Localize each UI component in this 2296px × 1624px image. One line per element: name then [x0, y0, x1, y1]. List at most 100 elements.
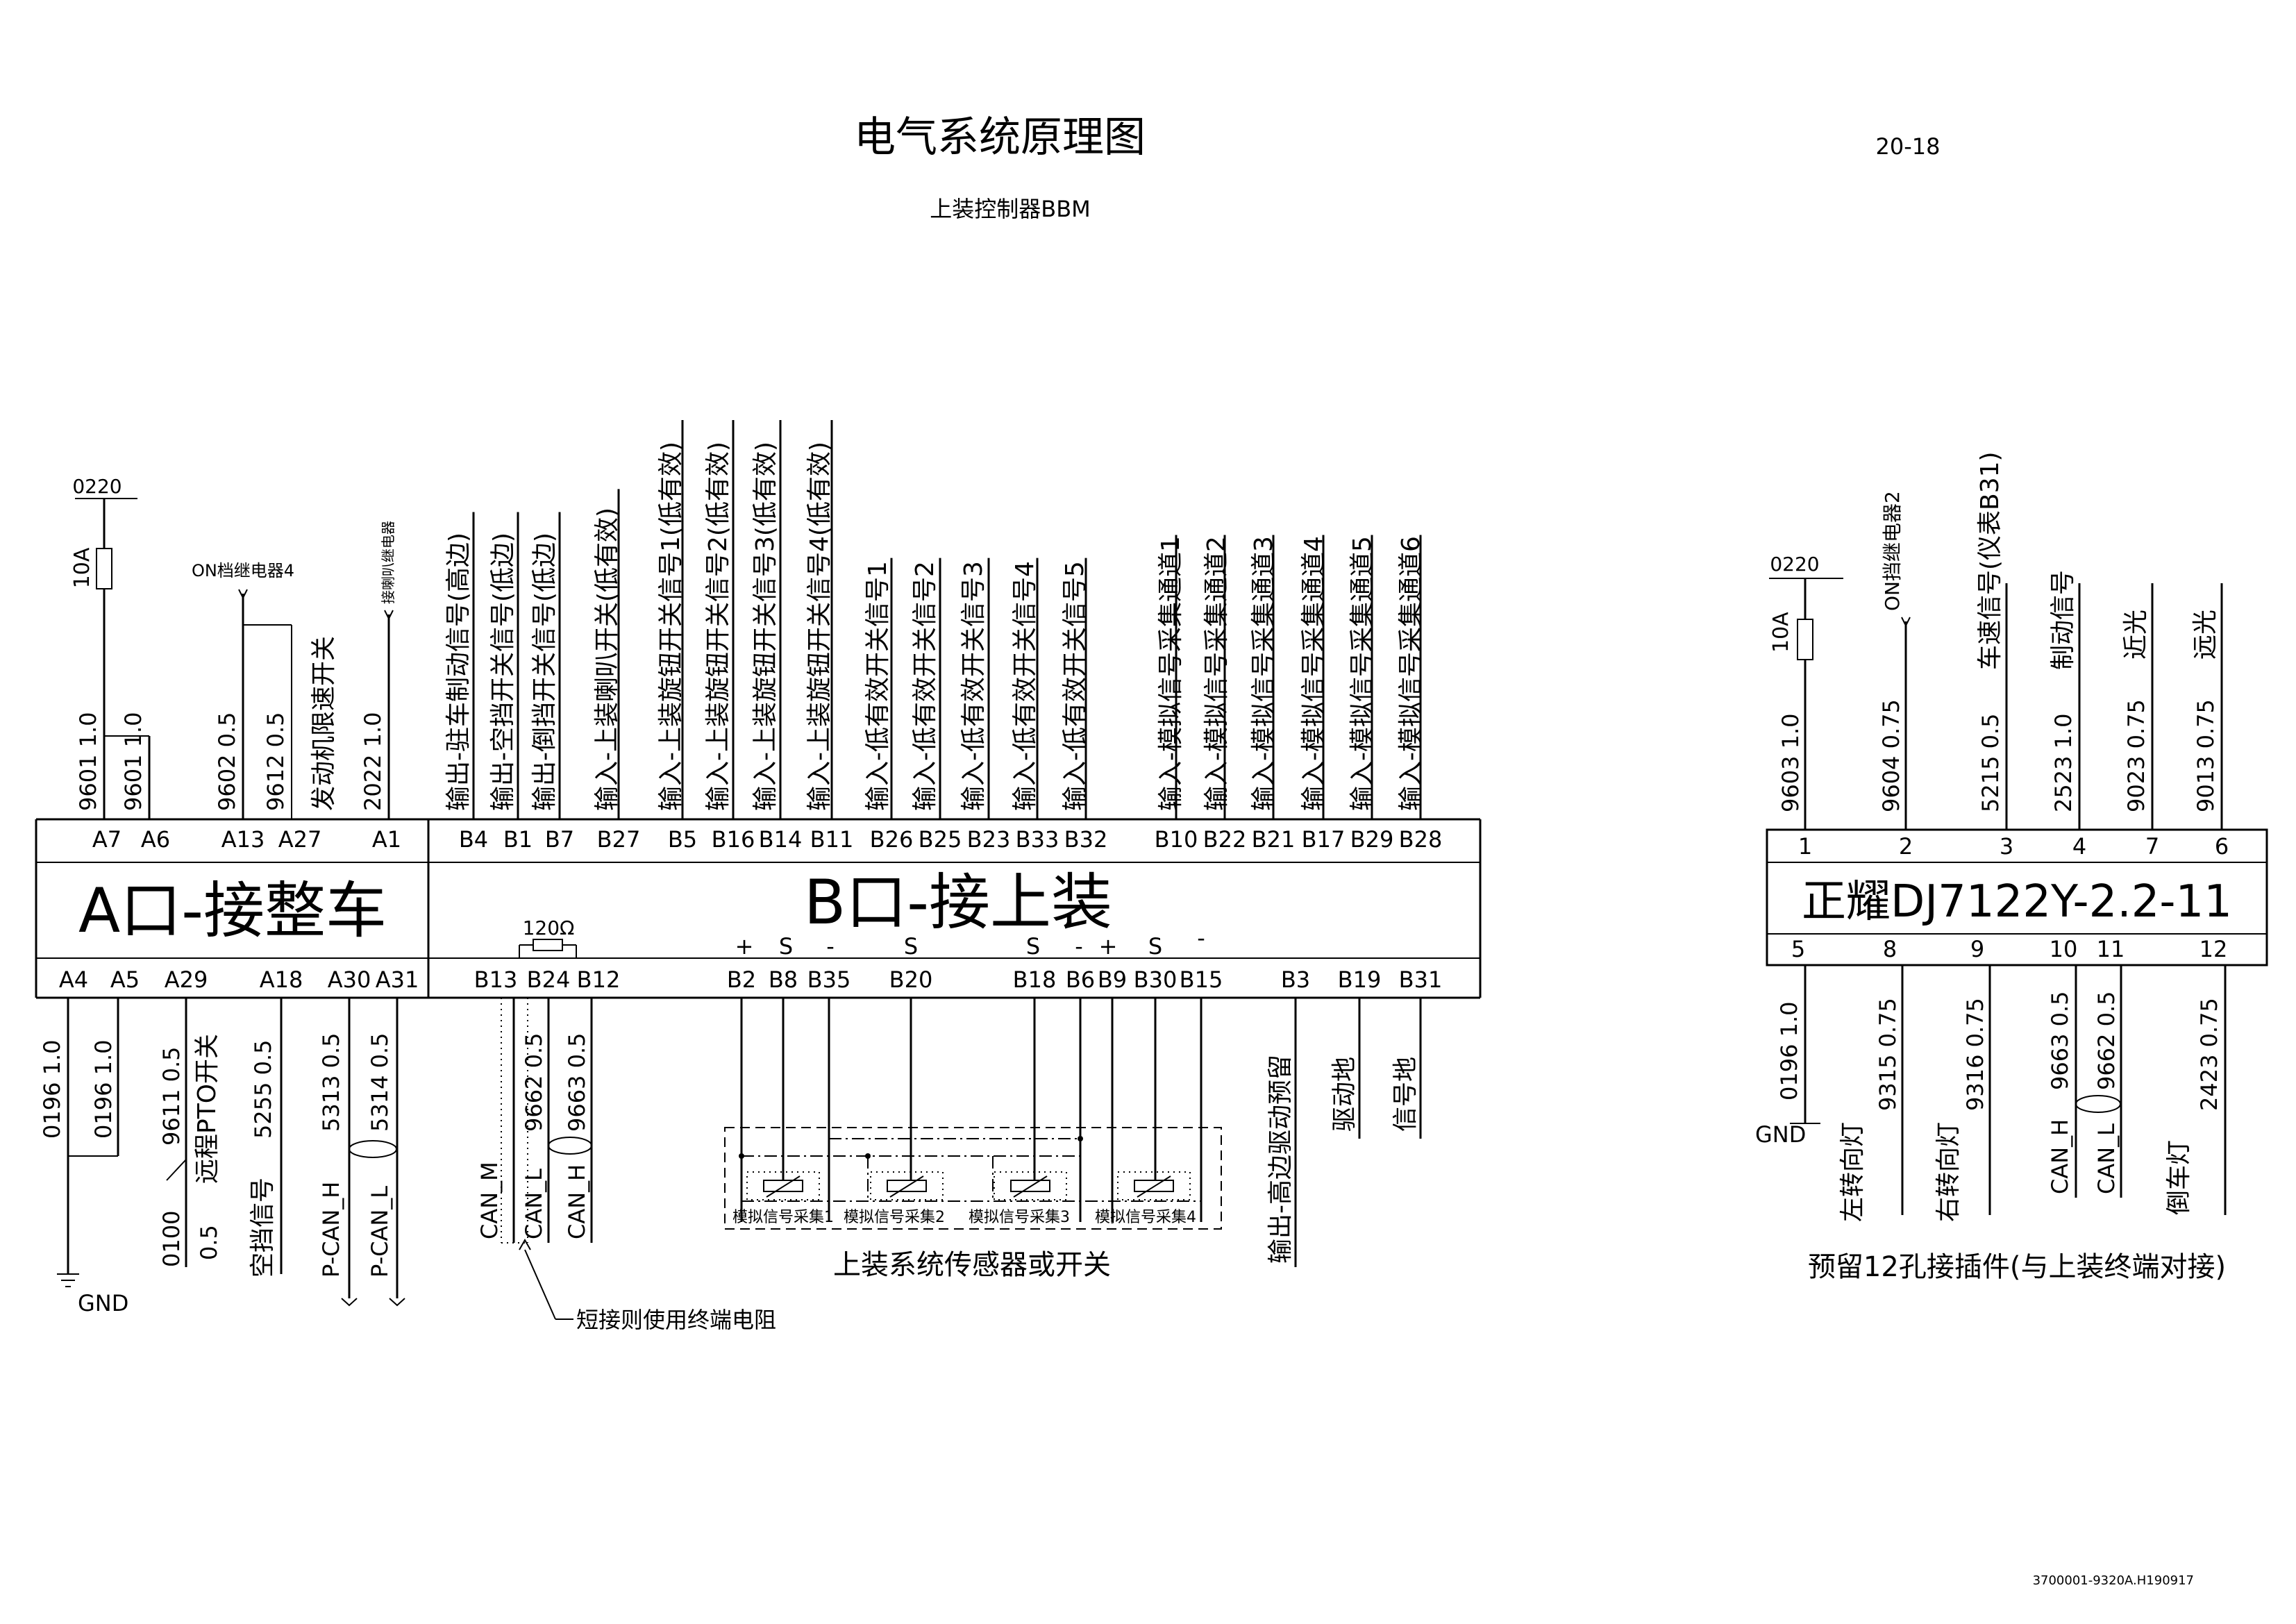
b-pin-b33: B33: [1016, 826, 1059, 853]
a-pin-a18: A18: [260, 966, 303, 993]
a-pin-a6: A6: [141, 826, 170, 853]
b-mark-b9: +: [1099, 933, 1118, 960]
r-can-h-label: CAN_H: [2047, 1119, 2073, 1194]
a-wire-9601-a7: 9601 1.0: [75, 712, 101, 812]
a-wire-5255: 5255 0.5: [250, 1040, 276, 1139]
b-pin-b13: B13: [474, 966, 518, 993]
r-pin-2: 2: [1899, 833, 1913, 860]
b-top-label-b32: 输入-低有效开关信号5: [1061, 561, 1089, 811]
a-relay-wire: [243, 594, 292, 819]
b-can-h-label: CAN_H: [564, 1164, 590, 1239]
b-pin-b1: B1: [503, 826, 533, 853]
b-mark-b15: -: [1197, 925, 1205, 951]
b-pin-b2: B2: [727, 966, 756, 993]
r-bottom-wiring: [1790, 965, 2227, 1215]
r-pin-4: 4: [2072, 833, 2086, 860]
r-pin-5: 5: [1791, 936, 1805, 962]
page-number: 20-18: [1876, 133, 1941, 160]
b-top-label-b11: 输入-上装旋钮开关信号4(低有效): [805, 442, 834, 811]
r-wire-9315: 9315 0.75: [1875, 998, 1901, 1111]
b-sensor-label-1: 模拟信号采集1: [732, 1209, 834, 1226]
r-bottom-pin-labels: 5 8 9 10 11 12: [1791, 936, 2228, 962]
b-pin-b3: B3: [1281, 966, 1310, 993]
a-pto-wiring: [166, 998, 187, 1267]
b-pin-b5: B5: [668, 826, 697, 853]
a-wire-0196-1: 0196 1.0: [39, 1040, 65, 1139]
a-supply-fuse: [75, 498, 151, 819]
b-pin-b16: B16: [712, 826, 755, 853]
b-mark-b30: S: [1148, 933, 1162, 960]
b-top-label-b27: 输入-上装喇叭开关(低有效): [593, 508, 621, 811]
a-wire-2022: 2022 1.0: [360, 712, 386, 812]
b-sensor-label-2: 模拟信号采集2: [844, 1209, 945, 1226]
a-wire-5314: 5314 0.5: [367, 1033, 393, 1132]
a-pin-a13: A13: [221, 826, 265, 853]
right-connector-outline: [1766, 828, 2268, 966]
b-pin-b30: B30: [1134, 966, 1178, 993]
r-brake-signal-label: 制动信号: [2049, 570, 2077, 670]
r-wire-9662: 9662 0.5: [2093, 991, 2120, 1091]
r-relay-label: ON挡继电器2: [1881, 491, 1904, 611]
a-engine-limit-switch-label: 发动机限速开关: [310, 636, 338, 811]
r-gnd-label: GND: [1755, 1121, 1806, 1148]
a-wire-9611: 9611 0.5: [158, 1047, 185, 1146]
drawing-code: 3700001-9320A.H190917: [2033, 1573, 2194, 1588]
b-signal-ground-label: 信号地: [1391, 1057, 1420, 1132]
a-wire-9602: 9602 0.5: [214, 712, 240, 812]
r-high-beam-label: 远光: [2191, 610, 2220, 660]
r-wire-2523: 2523 1.0: [2050, 714, 2077, 813]
b-top-label-b23: 输入-低有效开关信号3: [960, 561, 988, 811]
r-wire-9013: 9013 0.75: [2193, 699, 2219, 812]
b-top-label-b26: 输入-低有效开关信号1: [864, 561, 892, 811]
r-top-wire-labels: 9603 1.0 9604 0.75 ON挡继电器2 5215 0.5 车速信号…: [1777, 451, 2220, 812]
b-wire-9663: 9663 0.5: [564, 1033, 590, 1132]
b-top-label-b5: 输入-上装旋钮开关信号1(低有效): [657, 442, 685, 811]
b-high-side-reserve-label: 输出-高边驱动预留: [1266, 1055, 1295, 1264]
b-sensor-label-4: 模拟信号采集4: [1095, 1209, 1196, 1226]
b-mark-b18: S: [1026, 933, 1040, 960]
b-sensor-label-3: 模拟信号采集3: [969, 1209, 1070, 1226]
b-top-label-b1: 输出-空挡开关信号(低边): [489, 533, 517, 811]
a-pcan-h-label: P-CAN_H: [318, 1182, 344, 1278]
r-wire-9663: 9663 0.5: [2047, 991, 2073, 1091]
b-pin-b14: B14: [759, 826, 803, 853]
r-pin-10: 10: [2050, 936, 2078, 962]
b-pin-b7: B7: [545, 826, 574, 853]
a-pin-a29: A29: [165, 966, 208, 993]
b-mark-b8: S: [779, 933, 793, 960]
b-sensor-wiring: [724, 998, 1222, 1230]
b-mark-b35: -: [826, 933, 835, 960]
r-supply-label: 0220: [1770, 553, 1819, 576]
r-can-l-label: CAN_L: [2093, 1123, 2120, 1194]
r-wire-2423: 2423 0.75: [2196, 998, 2222, 1111]
r-pin-7: 7: [2145, 833, 2159, 860]
b-pin-b12: B12: [577, 966, 621, 993]
b-drive-ground-label: 驱动地: [1330, 1057, 1359, 1132]
r-top-pin-labels: 1 2 3 4 7 6: [1798, 833, 2229, 860]
b-top-label-b16: 输入-上装旋钮开关信号2(低有效): [704, 442, 732, 811]
r-pin-11: 11: [2097, 936, 2125, 962]
b-can-m-label: CAN_M: [476, 1162, 503, 1239]
r-wire-9603: 9603 1.0: [1777, 714, 1804, 813]
a-ground-wiring: [57, 998, 119, 1287]
a-neutral-label: 空挡信号: [249, 1178, 277, 1278]
b-pin-b8: B8: [769, 966, 798, 993]
b-right-wiring: [1294, 998, 1422, 1267]
b-sensor-caption: 上装系统传感器或开关: [833, 1249, 1111, 1281]
a-wire-9601-a6: 9601 1.0: [120, 712, 146, 812]
b-pin-b29: B29: [1350, 826, 1394, 853]
b-pin-b4: B4: [459, 826, 488, 853]
a-gnd-label: GND: [78, 1290, 128, 1316]
b-resistor-label: 120Ω: [523, 916, 575, 939]
b-top-label-b10: 输入-模拟信号采集通道1: [1157, 536, 1185, 811]
a-pin-a31: A31: [376, 966, 419, 993]
b-can-l-label: CAN_L: [521, 1169, 547, 1239]
a-pin-a4: A4: [59, 966, 88, 993]
controller-outline: [35, 818, 1482, 999]
r-fuse-rating: 10A: [1769, 612, 1793, 653]
a-pin-a1: A1: [372, 826, 401, 853]
r-left-turn-label: 左转向灯: [1838, 1122, 1867, 1222]
b-top-labels: 输出-驻车制动信号(高边) 输出-空挡开关信号(低边) 输出-倒挡开关信号(低边…: [444, 442, 1425, 811]
r-pin-8: 8: [1883, 936, 1897, 962]
